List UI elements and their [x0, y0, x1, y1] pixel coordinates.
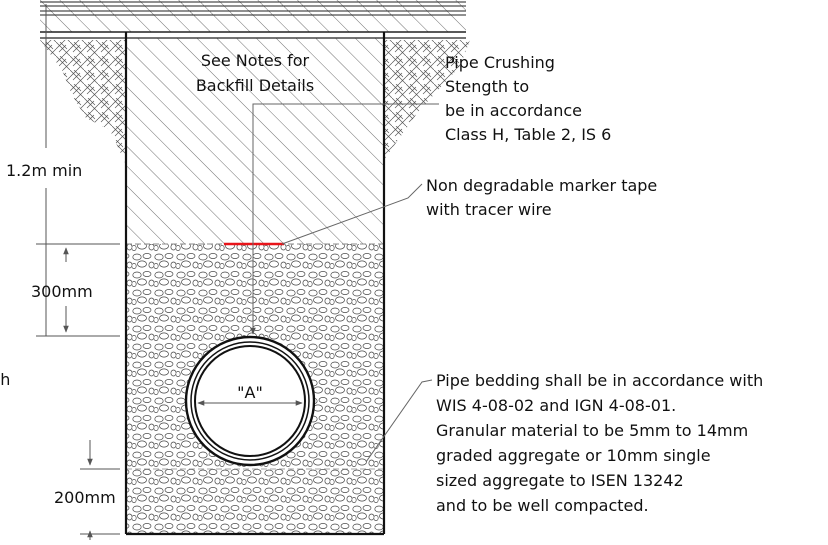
- svg-text:Granular material to be 5mm to: Granular material to be 5mm to 14mm: [436, 421, 748, 440]
- svg-text:Stength to: Stength to: [445, 77, 529, 96]
- svg-text:See Notes for: See Notes for: [201, 51, 310, 70]
- backfill-note: See Notes for Backfill Details: [196, 51, 314, 95]
- svg-text:be in accordance: be in accordance: [445, 101, 582, 120]
- dimension-lines: [36, 4, 120, 540]
- pipe: "A": [184, 335, 316, 467]
- pipe-crushing-leader: [250, 103, 439, 335]
- svg-text:WIS 4-08-02 and IGN 4-08-01.: WIS 4-08-02 and IGN 4-08-01.: [436, 396, 676, 415]
- svg-text:and to be well compacted.: and to be well compacted.: [436, 496, 649, 515]
- marker-tape-leader: [281, 183, 423, 245]
- svg-text:graded aggregate or 10mm singl: graded aggregate or 10mm single: [436, 446, 711, 465]
- svg-text:Pipe bedding shall be in accor: Pipe bedding shall be in accordance with: [436, 371, 763, 390]
- bedding-depth-dimension: 200mm: [54, 488, 116, 507]
- svg-text:Pipe Crushing: Pipe Crushing: [445, 53, 555, 72]
- marker-tape-note: Non degradable marker tape with tracer w…: [426, 176, 657, 219]
- pipe-crushing-note: Pipe Crushing Stength to be in accordanc…: [445, 53, 611, 144]
- svg-text:Backfill Details: Backfill Details: [196, 76, 314, 95]
- svg-text:sized aggregate to ISEN 13242: sized aggregate to ISEN 13242: [436, 471, 684, 490]
- surround-depth-dimension: 300mm: [31, 282, 93, 301]
- svg-text:Class H, Table 2, IS 6: Class H, Table 2, IS 6: [445, 125, 611, 144]
- svg-text:with tracer wire: with tracer wire: [426, 200, 552, 219]
- pipe-diameter-label: "A": [237, 383, 263, 402]
- surface-layers: [40, 0, 466, 39]
- trench-walls: [124, 32, 386, 536]
- svg-text:Non degradable marker tape: Non degradable marker tape: [426, 176, 657, 195]
- pipe-bedding-note: Pipe bedding shall be in accordance with…: [436, 371, 763, 515]
- cut-off-text: th: [0, 370, 10, 389]
- bedding-leader: [365, 379, 433, 463]
- backfill-zone: [126, 38, 384, 244]
- cover-depth-dimension: 1.2m min: [6, 161, 82, 180]
